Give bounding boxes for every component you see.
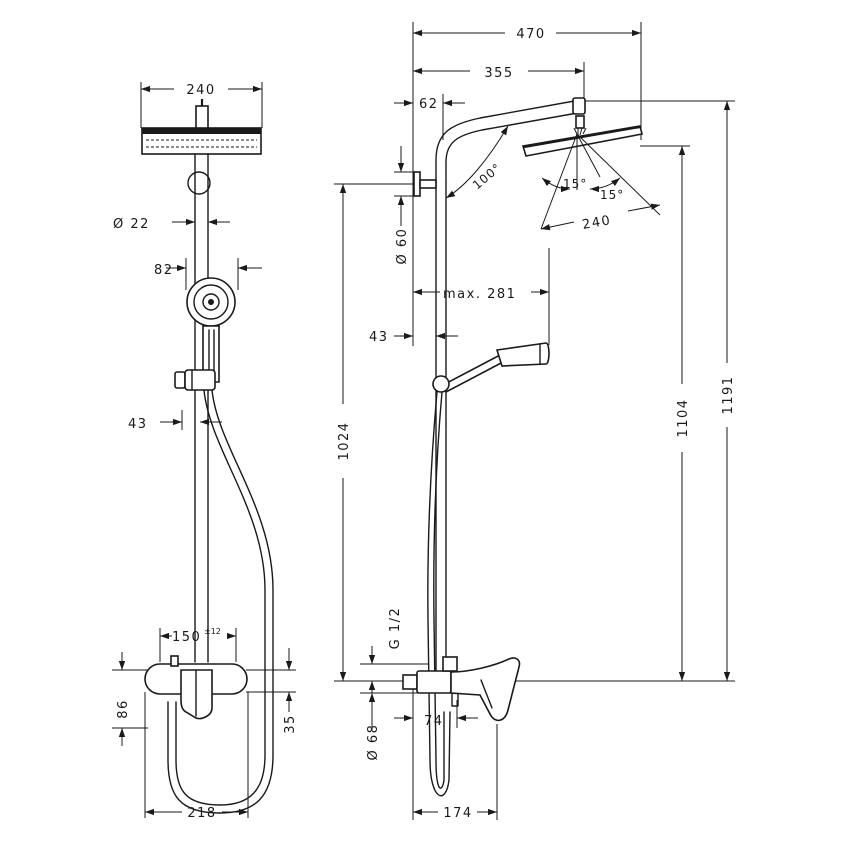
dim-label-head-height: 1104 <box>676 398 691 437</box>
dim-label-max-reach: max. 281 <box>443 287 516 302</box>
dim-outlet-diameter: Ø 68 <box>360 692 428 761</box>
dim-arm-offset: 62 <box>394 94 465 140</box>
dim-rail-offset-side: 43 <box>369 322 458 346</box>
dim-head-height: 1104 <box>676 146 691 681</box>
mixer-side <box>402 656 521 722</box>
shower-hose-side <box>427 391 451 797</box>
dim-label-rail-offset-front: 43 <box>128 417 148 432</box>
dim-label-thread: G 1/2 <box>388 607 403 650</box>
dim-label-spray-left: 15° <box>563 177 587 191</box>
dim-label-arm-offset: 62 <box>419 97 439 112</box>
dim-total-width: 218 <box>144 692 249 821</box>
dim-label-rail-offset-side: 43 <box>369 330 389 345</box>
dim-label-bracket-diameter: Ø 60 <box>395 228 410 265</box>
dim-total-height: 1191 <box>721 101 736 681</box>
hand-shower-side <box>432 342 550 394</box>
dim-label-arm-reach: 355 <box>484 66 513 81</box>
dim-pipe-diameter: Ø 22 <box>113 217 230 232</box>
dim-bracket-height: 1024 <box>337 184 352 681</box>
front-view: 240 Ø 22 82 <box>112 82 298 821</box>
wall-bracket-side <box>413 171 437 197</box>
mixer-front <box>144 655 248 720</box>
dim-hand-shower-offset: 82 <box>154 258 262 290</box>
dim-mixer-spacing: 150 ±12 <box>159 627 237 662</box>
dim-label-hand-shower-offset: 82 <box>154 263 174 278</box>
dim-label-mixer-height: 86 <box>116 699 131 719</box>
dim-label-head-width: 240 <box>186 83 215 98</box>
dim-mixer-to-wall: 35 <box>246 648 298 734</box>
dim-label-outlet-diameter: Ø 68 <box>366 724 381 761</box>
dim-label-head-width-side: 240 <box>581 213 612 233</box>
dim-label-mixer-spacing: 150 <box>172 630 201 645</box>
dim-label-pipe-diameter: Ø 22 <box>113 217 150 232</box>
dim-label-spray-right: 15° <box>600 188 624 202</box>
dim-label-outlet-offset: 74 <box>424 714 444 729</box>
spray-angles: 15° 15° <box>540 133 661 230</box>
dim-max-reach: max. 281 <box>413 248 550 345</box>
dim-bracket-diameter: Ø 60 <box>394 146 413 264</box>
dim-thread: G 1/2 <box>360 607 428 700</box>
shower-holder-front <box>174 369 216 391</box>
side-view: 470 355 62 <box>334 22 736 821</box>
dim-arm-angle: 100° <box>445 125 509 199</box>
shower-hose-front <box>167 389 274 814</box>
overhead-shower-front <box>141 99 262 155</box>
dim-label-reach: 470 <box>516 27 545 42</box>
riser-pipe-front <box>187 153 211 663</box>
dim-mixer-depth: 174 <box>412 724 498 821</box>
dim-arm-reach: 355 <box>413 62 585 110</box>
overhead-shower-side <box>521 125 643 157</box>
dim-mixer-height: 86 <box>112 652 148 746</box>
dim-label-arm-angle: 100° <box>470 160 504 192</box>
dim-head-width-side: 240 <box>540 203 661 233</box>
dim-label-mixer-depth: 174 <box>443 806 472 821</box>
hand-shower-front <box>186 277 236 383</box>
dim-label-mixer-to-wall: 35 <box>283 714 298 734</box>
dim-outlet-offset: 74 <box>394 689 478 729</box>
dim-label-mixer-tolerance: ±12 <box>204 627 221 636</box>
dim-label-total-width: 218 <box>187 806 216 821</box>
dim-label-total-height: 1191 <box>721 375 736 414</box>
dim-head-width: 240 <box>140 82 263 128</box>
dim-label-bracket-height: 1024 <box>337 421 352 460</box>
dim-reach: 470 <box>413 22 642 140</box>
